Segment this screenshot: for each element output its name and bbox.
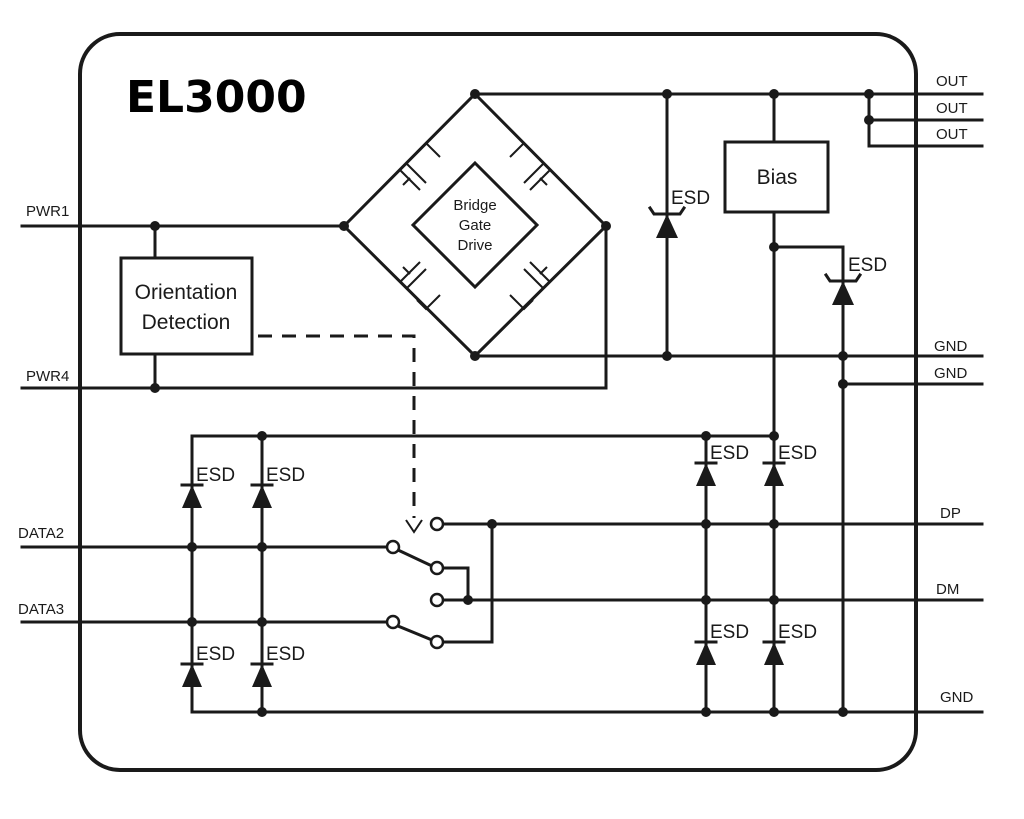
- esd-label-data-2: ESD: [266, 465, 305, 486]
- pin-label-data3: DATA3: [18, 601, 64, 618]
- orientation-detection-block: [119, 256, 254, 356]
- orientation-control-line: [258, 334, 416, 518]
- pin-label-gnd-2: GND: [934, 365, 968, 382]
- esd-diode-bias: [823, 272, 863, 305]
- bridge-mosfets: [399, 141, 551, 311]
- pin-label-out-2: OUT: [936, 100, 968, 117]
- esd-label-data-6: ESD: [266, 644, 305, 665]
- pin-label-out-3: OUT: [936, 126, 968, 143]
- pin-label-pwr4: PWR4: [26, 368, 69, 385]
- junction-dots: [150, 89, 874, 717]
- chip-title: EL3000: [126, 72, 307, 123]
- data-wires: [20, 434, 984, 714]
- pin-label-gnd-1: GND: [934, 338, 968, 355]
- bridge-label-3: Drive: [457, 237, 492, 254]
- esd-label-data-3: ESD: [710, 443, 749, 464]
- bridge-gate-drive-block: [410, 160, 540, 290]
- bias-block: [723, 140, 830, 214]
- orientation-label-2: Detection: [142, 311, 231, 334]
- orientation-switch: [385, 516, 445, 650]
- esd-label-data-4: ESD: [778, 443, 817, 464]
- bias-label: Bias: [757, 166, 798, 189]
- esd-label-data-1: ESD: [196, 465, 235, 486]
- bridge-label-1: Bridge: [453, 197, 496, 214]
- chip-outline: [78, 32, 918, 772]
- orientation-label-1: Orientation: [135, 281, 238, 304]
- pin-label-data2: DATA2: [18, 525, 64, 542]
- orientation-arrow: [405, 519, 423, 534]
- esd-label-data-7: ESD: [710, 622, 749, 643]
- esd-label-bias: ESD: [848, 255, 887, 276]
- pin-label-dm: DM: [936, 581, 959, 598]
- esd-label-power-out: ESD: [671, 188, 710, 209]
- pin-label-pwr1: PWR1: [26, 203, 69, 220]
- pin-label-gnd-3: GND: [940, 689, 974, 706]
- pin-label-dp: DP: [940, 505, 961, 522]
- esd-diodes-data: [180, 461, 786, 687]
- esd-label-data-5: ESD: [196, 644, 235, 665]
- pin-label-out-1: OUT: [936, 73, 968, 90]
- esd-label-data-8: ESD: [778, 622, 817, 643]
- bridge-label-2: Gate: [459, 217, 492, 234]
- power-wires: [20, 91, 984, 714]
- esd-diode-power-out: [647, 205, 687, 238]
